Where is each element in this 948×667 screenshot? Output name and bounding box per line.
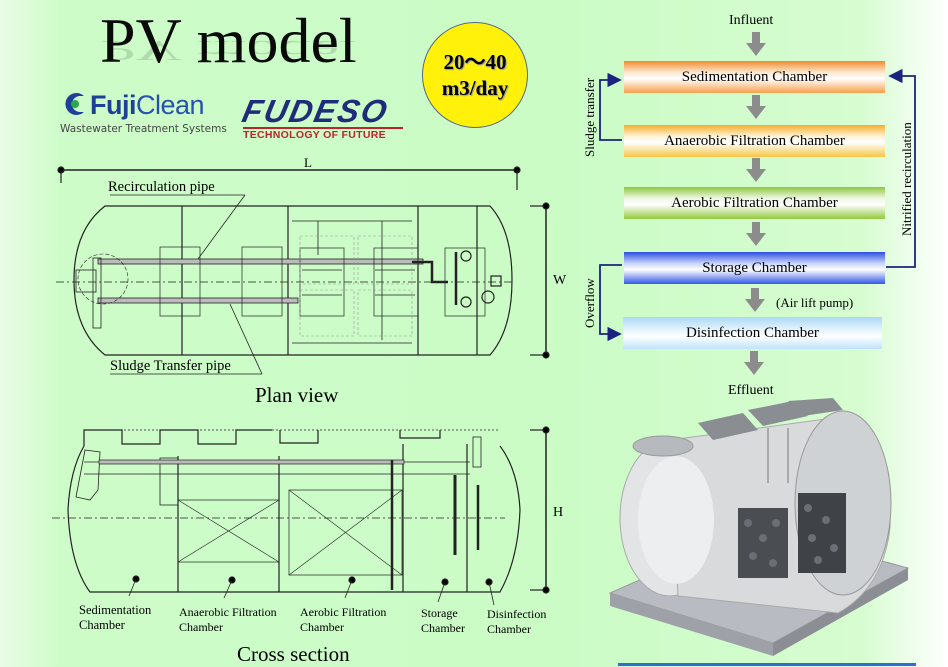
plan-view-caption: Plan view bbox=[255, 383, 339, 407]
flow-step-disinfection: Disinfection Chamber bbox=[623, 317, 882, 349]
cross-section-caption: Cross section bbox=[237, 642, 350, 666]
flow-step-aerobic: Aerobic Filtration Chamber bbox=[624, 187, 885, 219]
flow-step-storage: Storage Chamber bbox=[624, 252, 885, 284]
product-cutaway-image bbox=[608, 398, 916, 666]
dimension-height-label: H bbox=[553, 505, 564, 520]
flow-step-anaerobic: Anaerobic Filtration Chamber bbox=[624, 125, 885, 157]
page-title: PV model bbox=[100, 5, 357, 76]
influent-label: Influent bbox=[729, 13, 774, 28]
fudeso-logo: FUDESO TECHNOLOGY OF FUTURE bbox=[239, 93, 403, 141]
down-arrow-icon bbox=[746, 222, 766, 246]
overflow-label: Overflow bbox=[582, 278, 597, 328]
recirculation-pipe-label: Recirculation pipe bbox=[108, 179, 215, 195]
fudeso-tagline: TECHNOLOGY OF FUTURE bbox=[243, 129, 386, 141]
dimension-width-label: W bbox=[553, 273, 567, 288]
capacity-range: 20〜40 bbox=[443, 50, 507, 74]
nitrified-recirculation-label: Nitrified recirculation bbox=[899, 122, 914, 236]
nitrified-recirculation-loop bbox=[886, 68, 916, 268]
down-arrow-icon bbox=[745, 288, 765, 312]
fujiclean-logo: FujiClean Wastewater Treatment Systems bbox=[60, 86, 227, 135]
fujiclean-name-fuji: Fuji bbox=[90, 90, 137, 120]
capacity-badge: 20〜40 m3/day bbox=[422, 22, 528, 128]
sludge-transfer-pipe-label: Sludge Transfer pipe bbox=[110, 358, 231, 374]
fudeso-underline bbox=[243, 127, 403, 129]
dimension-length-label: L bbox=[304, 155, 312, 170]
air-lift-pump-label: (Air lift pump) bbox=[776, 295, 854, 310]
effluent-label: Effluent bbox=[728, 383, 774, 398]
flow-step-sedimentation: Sedimentation Chamber bbox=[624, 61, 885, 93]
fujiclean-tagline: Wastewater Treatment Systems bbox=[60, 123, 227, 135]
down-arrow-icon bbox=[746, 158, 766, 182]
sludge-transfer-loop bbox=[599, 72, 622, 141]
overflow-loop bbox=[599, 264, 622, 342]
sludge-transfer-label: Sludge transfer bbox=[582, 77, 597, 157]
down-arrow-icon bbox=[746, 95, 766, 119]
down-arrow-icon bbox=[746, 32, 766, 56]
fujiclean-swirl-icon bbox=[65, 93, 84, 115]
fujiclean-name-clean: Clean bbox=[136, 90, 205, 120]
capacity-unit: m3/day bbox=[441, 76, 509, 100]
down-arrow-icon bbox=[744, 351, 764, 375]
